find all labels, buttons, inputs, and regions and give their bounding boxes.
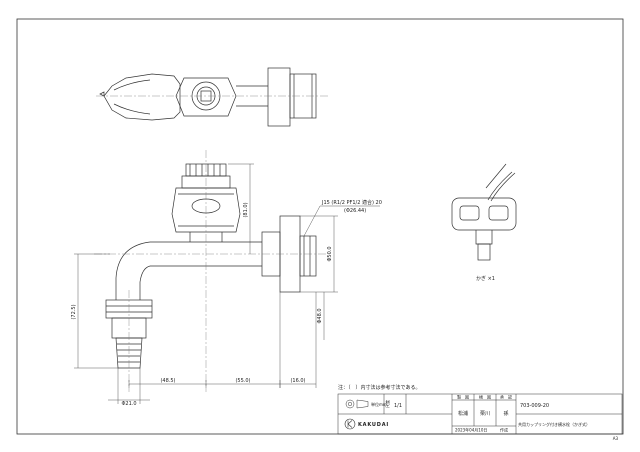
company-logo-icon: [344, 418, 356, 430]
role-draft: 製 図: [457, 394, 469, 400]
dim-pipe-thread-ref: (Φ26.44): [344, 208, 366, 214]
front-view-centerlines: [94, 150, 330, 392]
name-check: 栗川: [480, 411, 490, 417]
sheet-size: A3: [613, 436, 619, 441]
drawing-number: 703-009-20: [520, 403, 549, 409]
front-view: [105, 163, 317, 369]
name-approve: 孫: [503, 410, 508, 417]
name-draft: 松浦: [458, 410, 468, 417]
scale-value: 1/1: [394, 403, 402, 409]
drawing-date: 2023年04月10日: [455, 427, 487, 433]
dim-wall-to-nipple: Φ48.0: [317, 308, 323, 323]
product-name: 共用カップリング付き横水栓（かぎ式）: [518, 421, 590, 427]
dimension-lines: [74, 163, 380, 404]
title-block: [337, 393, 623, 435]
dim-flange-dia: Φ50.0: [327, 246, 333, 261]
role-check: 検 図: [479, 394, 491, 400]
company-name: KAKUDAI: [358, 422, 389, 428]
dim-height-lower: (72.5): [71, 304, 77, 319]
dim-flange-width: (16.0): [290, 378, 305, 384]
dim-hose-dia: Φ21.0: [121, 401, 136, 407]
projection-symbol: [345, 399, 369, 409]
drawing-date-note: 作成: [500, 427, 508, 433]
sheet-border: [16, 18, 624, 435]
key-quantity-label: かぎ ×1: [476, 275, 495, 282]
unit-label: 単位mm: [371, 401, 387, 407]
top-view: [99, 67, 317, 127]
key-detail: [451, 163, 517, 261]
role-approve: 承 認: [500, 394, 512, 400]
dim-body-length: (55.0): [235, 378, 250, 384]
dim-height-upper: (81.0): [243, 202, 249, 217]
scale-label: 尺度: [384, 400, 390, 408]
reference-dimension-note: 注：（ ）内寸法は参考寸法である。: [338, 384, 420, 391]
dim-spout-length: (48.5): [160, 378, 175, 384]
company-logo: KAKUDAI: [344, 418, 389, 430]
dim-pipe-thread: J15 (R1/2 PF1/2 適合) 20: [321, 199, 382, 206]
